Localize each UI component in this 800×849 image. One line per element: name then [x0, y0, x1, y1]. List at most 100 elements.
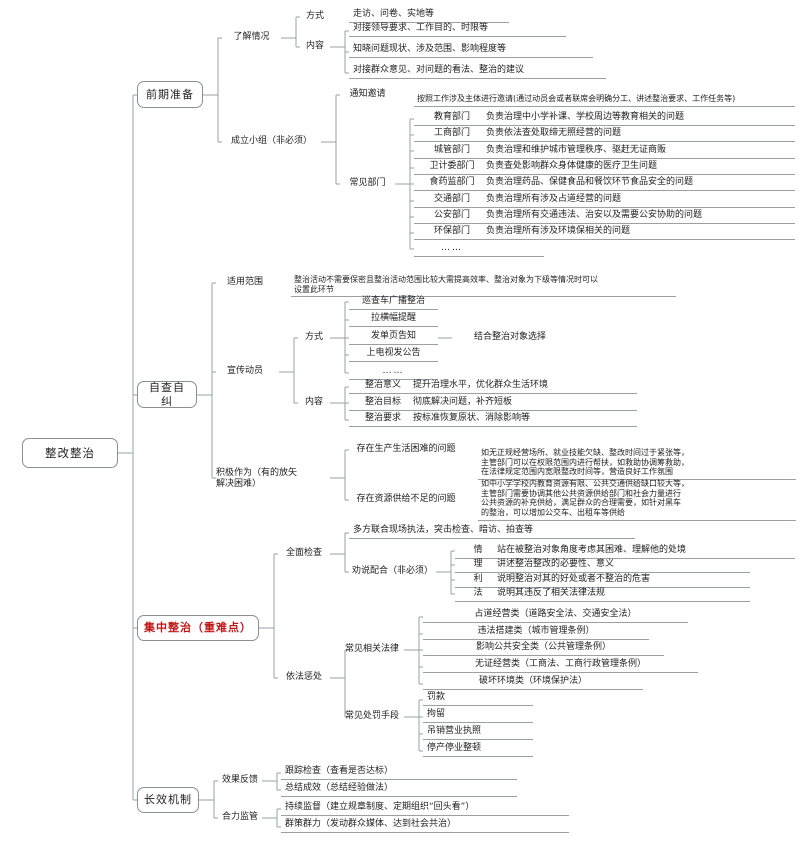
node-resource-shortage-label[interactable]: 存在资源供给不足的问题	[336, 492, 476, 508]
node-label: 内容	[305, 41, 324, 52]
leaf-law-illegal-construction[interactable]: 违法搭建类（城市管理条例）	[423, 625, 649, 641]
leaf-publicity-ellipsis[interactable]: ……	[349, 365, 438, 381]
leaf-notify-invite-desc[interactable]: 按照工作涉及主体进行邀请(通过动员会或者联席会明确分工、讲述整治要求、工作任务等…	[414, 83, 795, 107]
leaf-label: 多方联合现场执法，突击检查、暗访、拍查等	[353, 525, 534, 535]
branch-node-long-term-mechanism[interactable]: 长效机制	[137, 787, 199, 813]
pair-desc: 如中小学学校内教育资源有限、公共交通供给缺口较大等， 主管部门需要协调其他公共资…	[481, 478, 689, 517]
pair-name: 理	[473, 559, 483, 569]
leaf-rectification-significance[interactable]: 整治意义 提升治理水平，优化群众生活环境	[349, 379, 637, 395]
pair-name: 整治意义	[364, 380, 401, 390]
leaf-production-difficulty-desc[interactable]: 如无正规经营场所、就业技能欠缺、整改时间过于紧张等， 主管部门可以在权限范围内进…	[478, 437, 796, 480]
node-common-penalties[interactable]: 常见处罚手段	[340, 708, 404, 726]
leaf-penalty-detention[interactable]: 拘留	[423, 708, 533, 724]
leaf-department-education[interactable]: 教育部门 负责治理中小学补课、学校周边等教育相关的问题	[414, 111, 795, 127]
leaf-label: ……	[382, 366, 405, 376]
leaf-persuasion-benefit[interactable]: 利 说明整治对其的好处或者不整治的危害	[455, 573, 750, 589]
pair-desc: 按标准恢复原状、消除影响等	[413, 413, 531, 423]
leaf-department-ellipsis[interactable]: ……	[414, 242, 544, 258]
leaf-persuasion-emotion[interactable]: 情 站在被整治对象角度考虑其困难、理解他的处境	[455, 544, 795, 560]
leaf-label: 巡查车广播整治	[361, 296, 425, 306]
department-name: 食药监部门	[429, 177, 475, 187]
node-common-laws[interactable]: 常见相关法律	[340, 641, 404, 659]
node-effect-feedback[interactable]: 效果反馈	[218, 772, 262, 790]
department-name: 城管部门	[433, 145, 470, 155]
node-method[interactable]: 方式	[300, 8, 330, 26]
leaf-content-public-opinion[interactable]: 对接群众意见、对问题的看法、整治的建议	[349, 64, 606, 80]
node-content[interactable]: 内容	[300, 38, 330, 56]
department-name: 卫计委部门	[429, 161, 475, 171]
node-proactive-action[interactable]: 积极作为（有的放矢 解决困难）	[214, 466, 308, 492]
leaf-content-leader-requirements[interactable]: 对接领导要求、工作目的、时限等	[349, 22, 566, 38]
pair-name: 存在生产生活困难的问题	[356, 444, 456, 455]
node-publicity-content[interactable]: 内容	[298, 394, 330, 412]
department-name: ……	[441, 243, 463, 253]
node-publicity-mobilization[interactable]: 宣传动员	[216, 363, 274, 381]
node-production-difficulty-label[interactable]: 存在生产生活困难的问题	[336, 442, 476, 458]
leaf-department-police[interactable]: 公安部门 负责治理所有交通违法、治安以及需要公安协助的问题	[414, 209, 795, 225]
note-select-by-target: 结合整治对象选择	[455, 330, 565, 346]
leaf-method-survey[interactable]: 走访、问卷、实地等	[349, 8, 509, 24]
leaf-penalty-license-revocation[interactable]: 吊销营业执照	[423, 725, 533, 741]
node-applicable-scope[interactable]: 适用范围	[216, 274, 274, 292]
leaf-penalty-fine[interactable]: 罚款	[423, 691, 533, 707]
node-joint-supervision[interactable]: 合力监管	[218, 809, 262, 827]
node-label: 了解情况	[233, 32, 270, 43]
leaf-department-commerce[interactable]: 工商部门 负责依法查处取缔无照经营的问题	[414, 127, 795, 143]
leaf-continuous-supervision[interactable]: 持续监督（建立规章制度、定期组织“回头看”）	[281, 801, 569, 817]
pair-name: 存在资源供给不足的问题	[356, 494, 456, 505]
department-desc: 负责治理中小学补课、学校周边等教育相关的问题	[486, 112, 685, 122]
leaf-followup-inspection[interactable]: 跟踪检查（查看是否达标）	[281, 765, 517, 781]
node-understand-situation[interactable]: 了解情况	[222, 28, 281, 48]
leaf-public-participation[interactable]: 群策群力（发动群众媒体、达到社会共治）	[281, 818, 569, 834]
department-name: 环保部门	[433, 226, 470, 236]
branch-node-preparation[interactable]: 前期准备	[137, 81, 203, 108]
leaf-law-environment-damage[interactable]: 破坏环境类（环境保护法）	[423, 675, 643, 691]
leaf-publicity-broadcast[interactable]: 巡查车广播整治	[349, 295, 438, 311]
department-desc: 负责治理所有涉及环境保相关的问题	[486, 226, 631, 236]
node-common-departments[interactable]: 常见部门	[340, 175, 395, 193]
branch-node-centralized-rectification[interactable]: 集中整治（重难点）	[137, 615, 259, 641]
leaf-applicable-scope-desc[interactable]: 整治活动不需要保密且整治活动范围比较大需提高效率、整治对象为下级等情况时可以 设…	[291, 264, 676, 298]
node-lawful-punishment[interactable]: 依法惩处	[278, 669, 330, 687]
leaf-department-health[interactable]: 卫计委部门 负责查处影响群众身体健康的医疗卫生问题	[414, 160, 795, 176]
node-publicity-method[interactable]: 方式	[298, 329, 330, 347]
department-desc: 负责治理药品、保健食品和餐饮环节食品安全的问题	[486, 177, 694, 187]
node-form-group[interactable]: 成立小组（非必须）	[222, 132, 321, 152]
node-label: 方式	[305, 11, 324, 22]
pair-desc: 彻底解决问题，补齐短板	[413, 397, 513, 407]
node-notify-invite[interactable]: 通知邀请	[340, 86, 395, 104]
leaf-label: 吊销营业执照	[427, 726, 482, 736]
leaf-publicity-flyer[interactable]: 发单页告知	[349, 330, 438, 346]
leaf-resource-shortage-desc[interactable]: 如中小学学校内教育资源有限、公共交通供给缺口较大等， 主管部门需要协调其他公共资…	[478, 468, 796, 521]
pair-desc: 说明整治对其的好处或者不整治的危害	[497, 574, 651, 584]
leaf-summarize-results[interactable]: 总结成效（总结经验做法）	[281, 782, 517, 798]
root-node[interactable]: 整改整治	[22, 438, 118, 468]
leaf-rectification-requirement[interactable]: 整治要求 按标准恢复原状、消除影响等	[349, 412, 637, 428]
leaf-publicity-tv[interactable]: 上电视发公告	[349, 347, 438, 363]
pair-desc: 如无正规经营场所、就业技能欠缺、整改时间过于紧张等， 主管部门可以在权限范围内进…	[481, 447, 689, 477]
node-label: 积极作为（有的放矢 解决困难）	[216, 467, 298, 489]
node-persuasion-cooperation[interactable]: 劝说配合（非必须）	[349, 563, 436, 581]
leaf-content-problem-status[interactable]: 知晓问题现状、涉及范围、影响程度等	[349, 43, 593, 59]
node-label: 常见处罚手段	[344, 711, 399, 722]
leaf-department-food-drug[interactable]: 食药监部门 负责治理药品、保健食品和餐饮环节食品安全的问题	[414, 176, 795, 192]
leaf-department-urban-management[interactable]: 城管部门 负责治理和维护城市管理秩序、驱赶无证商贩	[414, 144, 795, 160]
leaf-label: 群策群力（发动群众媒体、达到社会共治）	[285, 819, 457, 829]
department-desc: 负责治理所有交通违法、治安以及需要公安协助的问题	[486, 210, 703, 220]
leaf-department-environment[interactable]: 环保部门 负责治理所有涉及环境保相关的问题	[414, 225, 795, 241]
leaf-persuasion-law[interactable]: 法 说明其违反了相关法律法规	[455, 587, 750, 603]
node-comprehensive-inspection[interactable]: 全面检查	[278, 545, 330, 563]
branch-node-self-inspection[interactable]: 自查自纠	[137, 381, 197, 408]
leaf-department-transport[interactable]: 交通部门 负责治理所有涉及占道经营的问题	[414, 193, 795, 209]
leaf-publicity-banner[interactable]: 拉横幅提醒	[349, 312, 438, 328]
leaf-law-unlicensed-business[interactable]: 无证经营类（工商法、工商行政管理条例）	[423, 658, 698, 674]
leaf-rectification-goal[interactable]: 整治目标 彻底解决问题，补齐短板	[349, 396, 637, 412]
leaf-law-road-occupation[interactable]: 占道经营类（道路安全法、交通安全法）	[423, 608, 688, 624]
leaf-penalty-suspension[interactable]: 停产停业整顿	[423, 742, 533, 758]
leaf-label: 整治活动不需要保密且整治活动范围比较大需提高效率、整治对象为下级等情况时可以 设…	[294, 274, 598, 294]
leaf-label: 持续监督（建立规章制度、定期组织“回头看”）	[285, 802, 475, 812]
leaf-label: 违法搭建类（城市管理条例）	[477, 626, 595, 636]
leaf-joint-enforcement[interactable]: 多方联合现场执法，突击检查、暗访、拍查等	[349, 524, 635, 540]
leaf-law-public-safety[interactable]: 影响公共安全类（公共管理条例）	[423, 641, 664, 657]
leaf-persuasion-reason[interactable]: 理 讲述整治整改的必要性、意义	[455, 558, 750, 574]
